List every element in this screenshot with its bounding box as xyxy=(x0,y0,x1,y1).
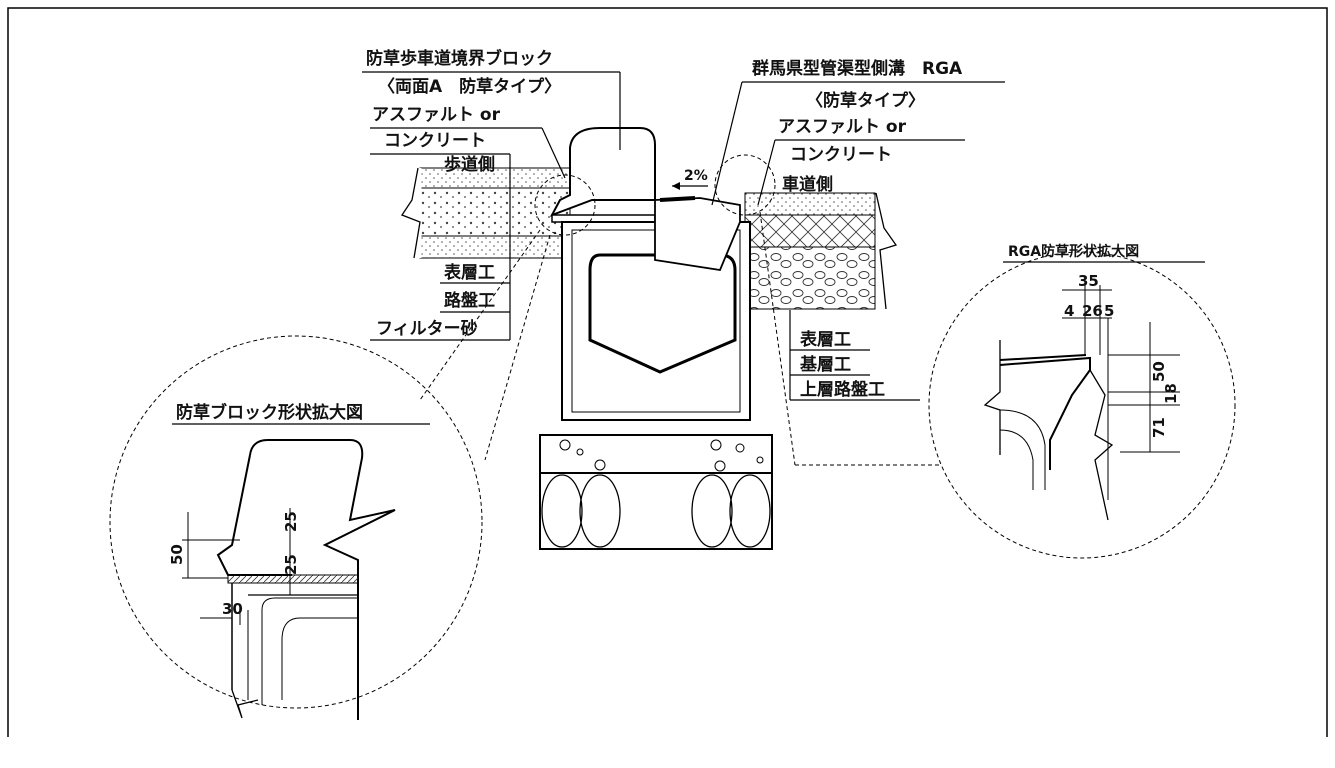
label-asphalt-right-1: アスファルト or xyxy=(778,117,907,137)
dim-right-18: 18 xyxy=(1162,383,1180,404)
slope-arrow xyxy=(672,182,708,190)
label-roadbed-left: 路盤工 xyxy=(444,290,495,311)
block-detail-circle xyxy=(109,335,483,720)
roadway-pavement xyxy=(744,192,898,310)
label-gutter-title: 群馬県型管渠型側溝 RGA xyxy=(752,58,963,79)
label-surface-right: 表層工 xyxy=(800,329,851,350)
dim-right-71: 71 xyxy=(1150,417,1168,438)
label-detail-left-title: 防草ブロック形状拡大図 xyxy=(176,402,363,423)
leader-lines-right xyxy=(711,81,1005,401)
detail-callouts xyxy=(419,154,940,466)
label-roadway-side: 車道側 xyxy=(782,174,833,195)
leader-lines-left xyxy=(362,71,621,341)
concrete-base xyxy=(539,434,773,550)
dim-left-50: 50 xyxy=(168,544,186,565)
sidewalk-pavement xyxy=(401,167,571,259)
label-gutter-subtitle: 〈防草タイプ〉 xyxy=(806,90,925,111)
label-block-subtitle: 〈両面A 防草タイプ〉 xyxy=(378,76,561,97)
sheet-border xyxy=(7,7,1328,737)
label-block-title: 防草歩車道境界ブロック xyxy=(366,48,553,69)
label-detail-right-title: RGA防草形状拡大図 xyxy=(1008,243,1139,260)
dim-left-30: 30 xyxy=(222,600,243,618)
dim-right-5: 5 xyxy=(1104,302,1114,320)
dim-right-4: 4 xyxy=(1064,302,1074,320)
drawing-frame: 防草歩車道境界ブロック 〈両面A 防草タイプ〉 アスファルト or コンクリート… xyxy=(7,7,1335,768)
label-asphalt-left-1: アスファルト or xyxy=(372,105,501,125)
dim-left-25b: 25 xyxy=(282,554,300,575)
label-upper-roadbed: 上層路盤工 xyxy=(800,379,885,400)
label-sidewalk-side: 歩道側 xyxy=(444,154,495,175)
label-slope: 2% xyxy=(684,168,708,184)
label-asphalt-left-2: コンクリート xyxy=(384,131,486,151)
dim-left-25a: 25 xyxy=(282,511,300,532)
dim-right-50: 50 xyxy=(1150,361,1168,382)
boundary-block xyxy=(549,127,656,223)
dim-right-35: 35 xyxy=(1078,272,1099,290)
rga-gutter xyxy=(561,196,751,421)
rga-detail-circle xyxy=(928,251,1236,559)
label-asphalt-right-2: コンクリート xyxy=(790,145,892,165)
dim-right-26: 26 xyxy=(1082,302,1103,320)
label-base-right: 基層工 xyxy=(799,354,851,375)
label-filter-sand: フィルター砂 xyxy=(376,318,478,339)
cross-section-drawing: 防草歩車道境界ブロック 〈両面A 防草タイプ〉 アスファルト or コンクリート… xyxy=(7,7,1328,737)
label-surface-left: 表層工 xyxy=(444,262,495,283)
